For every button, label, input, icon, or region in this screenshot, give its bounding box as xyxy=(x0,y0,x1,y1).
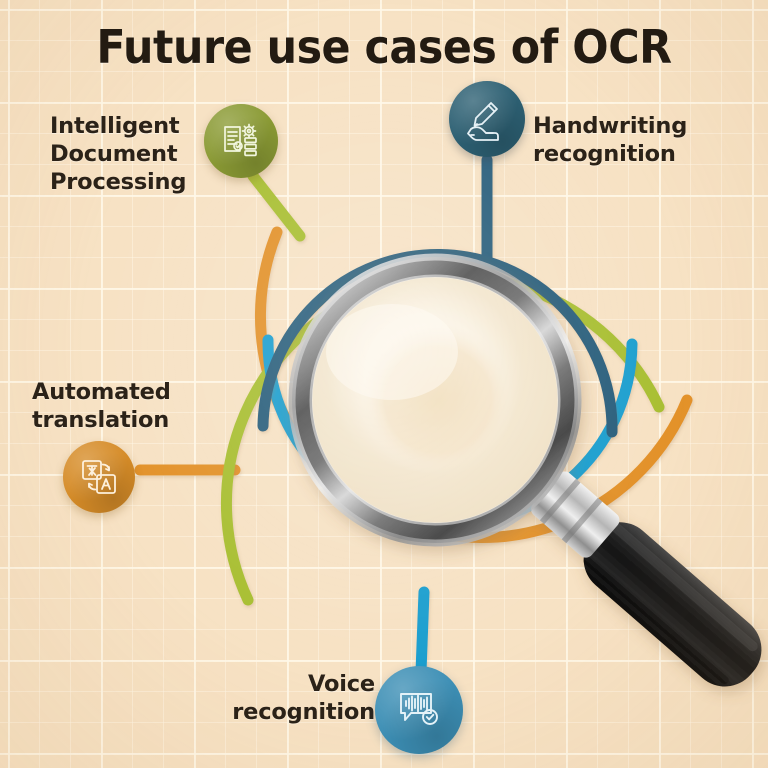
label-handwriting-recognition: Handwriting recognition xyxy=(533,112,743,168)
idp-line-2: Document xyxy=(50,141,178,167)
magnifying-glass xyxy=(288,253,762,687)
speech-waveform-check-icon xyxy=(400,693,438,725)
page-title: Future use cases of OCR xyxy=(96,20,672,74)
label-voice-recognition: Voice recognition xyxy=(175,670,375,726)
handwriting-line-2: recognition xyxy=(533,141,676,167)
voice-line-1: Voice xyxy=(308,671,375,697)
label-automated-translation: Automated translation xyxy=(32,378,232,434)
icon-bubble-handwriting-recognition[interactable] xyxy=(449,81,525,157)
translation-line-1: Automated xyxy=(32,379,171,405)
translation-line-2: translation xyxy=(32,407,170,433)
icon-bubble-intelligent-document-processing[interactable] xyxy=(204,104,278,178)
idp-line-1: Intelligent xyxy=(50,113,180,139)
translate-icon xyxy=(82,460,116,494)
idp-line-3: Processing xyxy=(50,169,187,195)
voice-line-2: recognition xyxy=(232,699,375,725)
icon-bubble-automated-translation[interactable] xyxy=(63,441,135,513)
hand-writing-pen-icon xyxy=(467,102,499,141)
label-intelligent-document-processing: Intelligent Document Processing xyxy=(50,112,240,196)
icon-bubble-voice-recognition[interactable] xyxy=(375,666,463,754)
document-gear-icon xyxy=(224,123,257,157)
handwriting-line-1: Handwriting xyxy=(533,113,688,139)
